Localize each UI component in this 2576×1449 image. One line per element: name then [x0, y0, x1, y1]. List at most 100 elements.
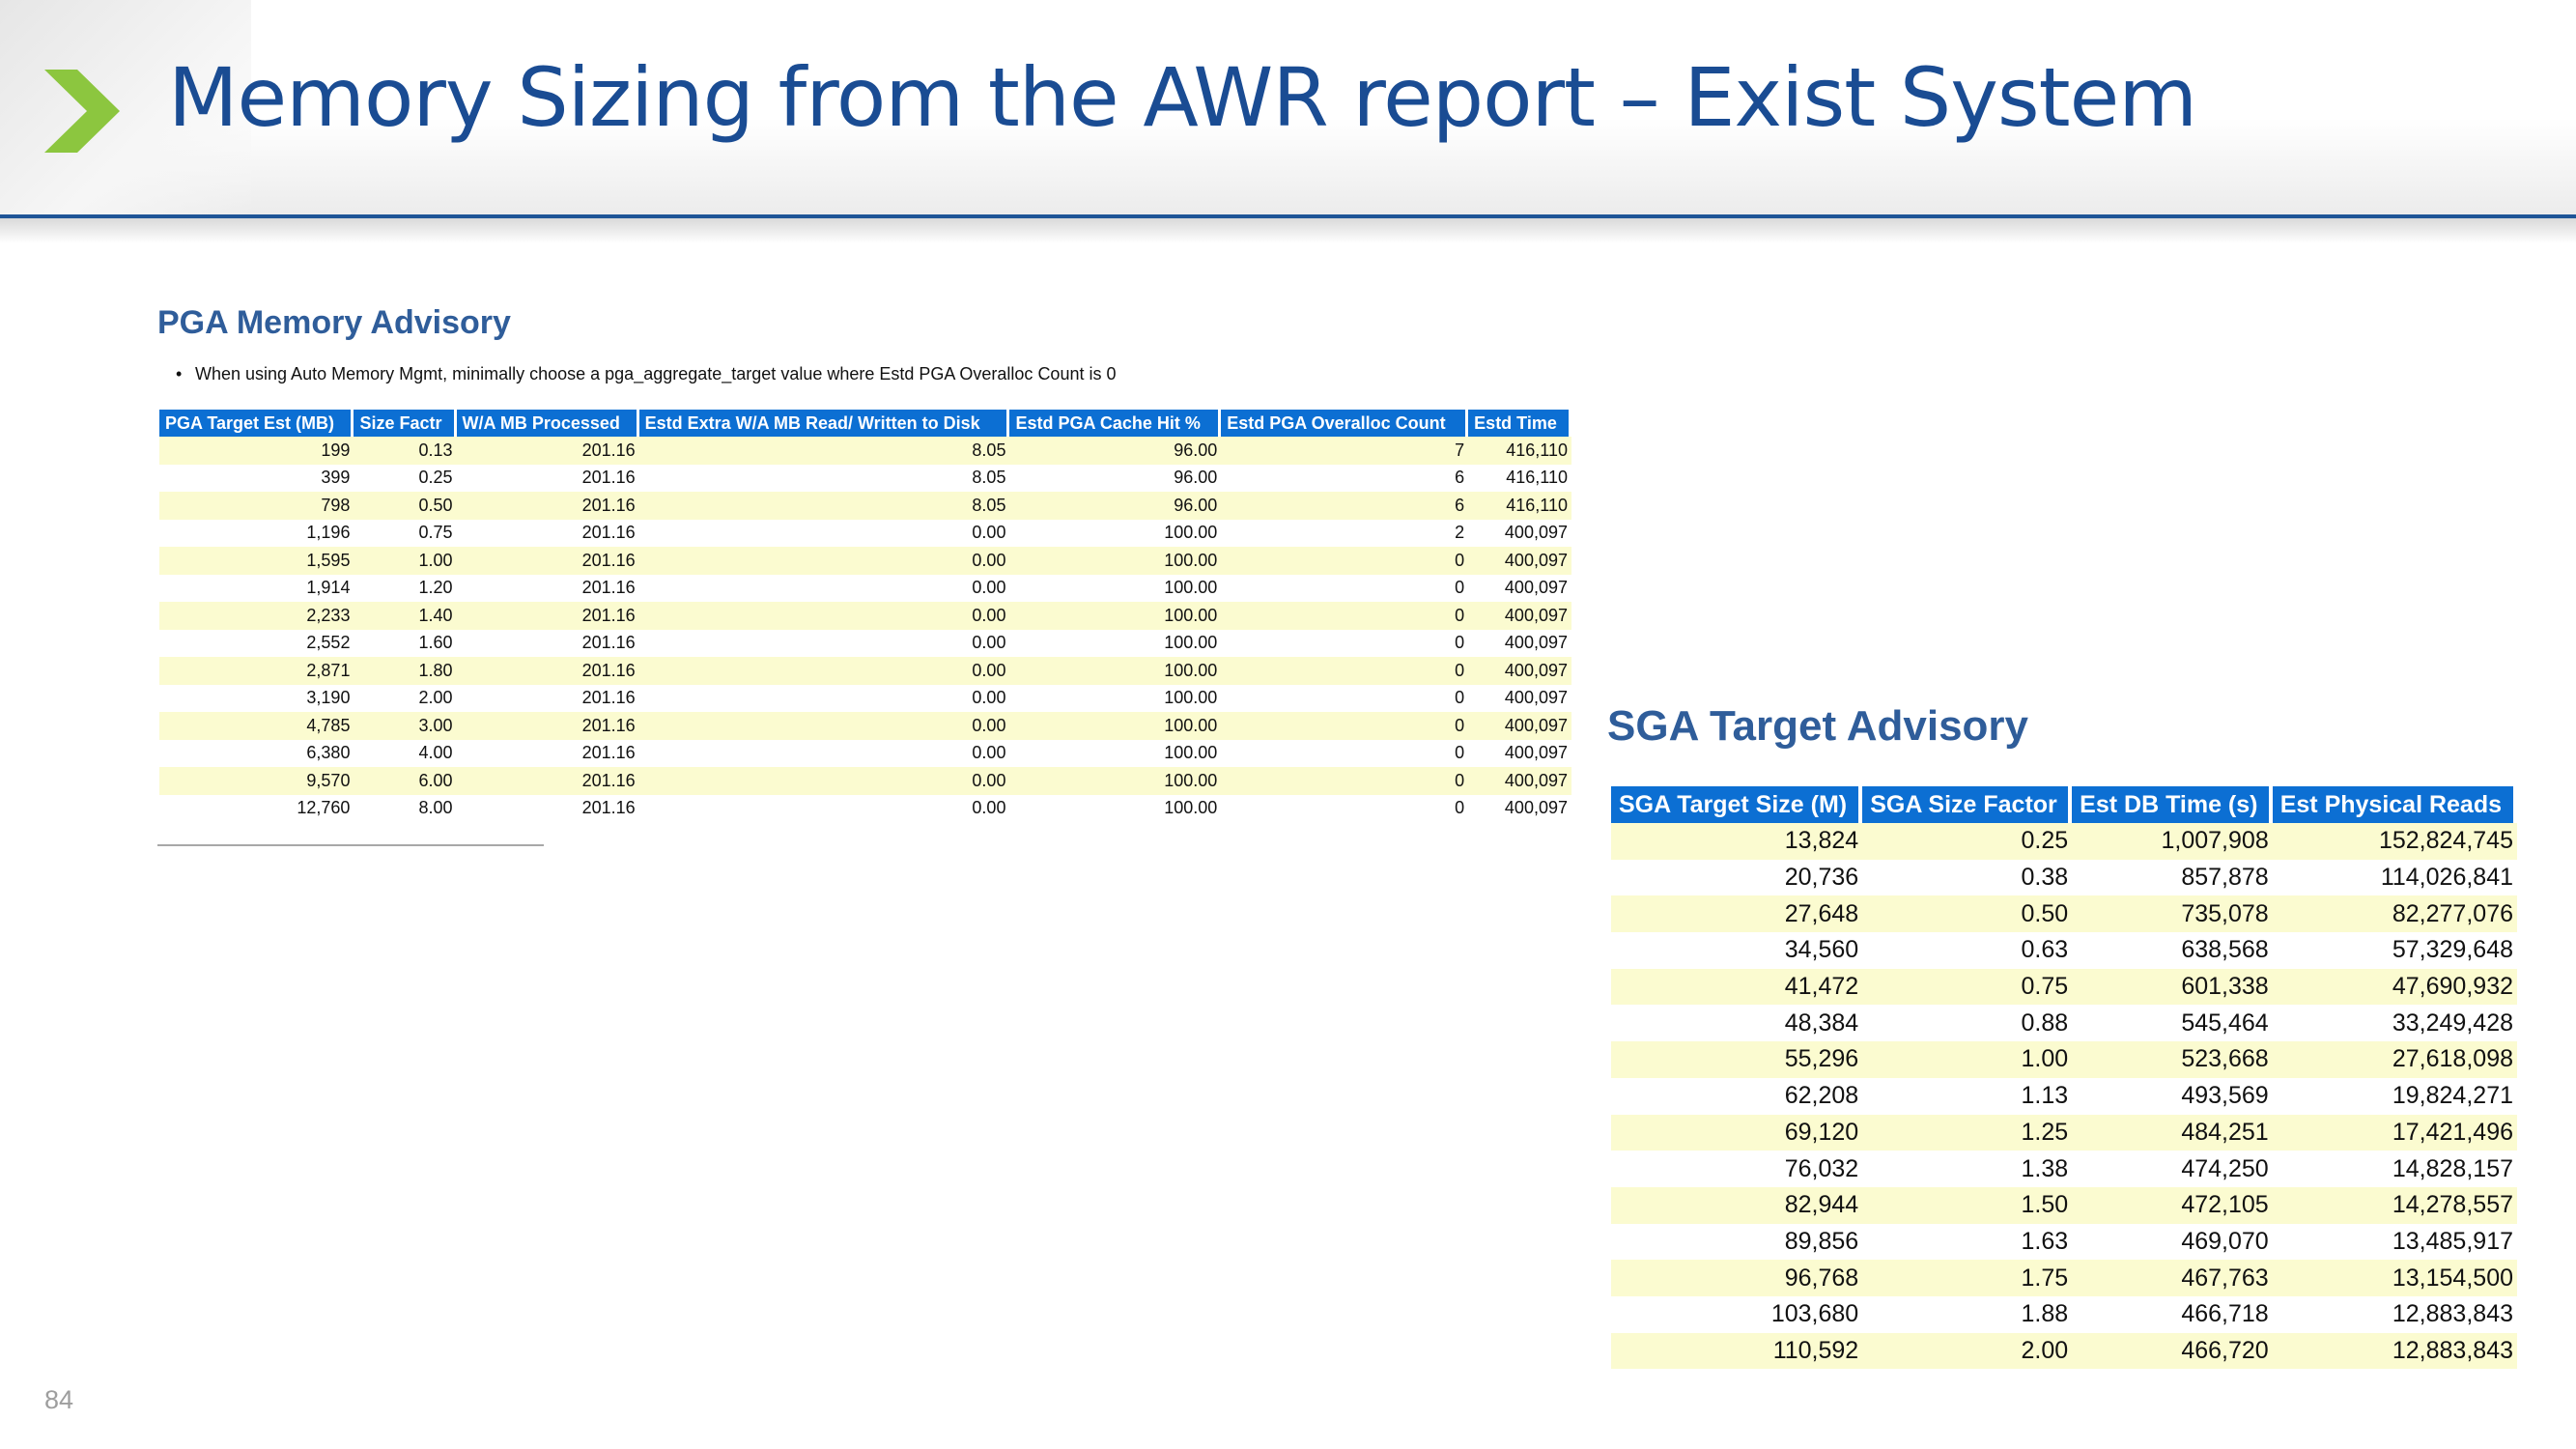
pga-table-cell: 199	[159, 437, 354, 465]
pga-table-cell: 96.00	[1174, 468, 1218, 488]
header-shadow	[0, 218, 2576, 243]
pga-table-cell: 1.20	[418, 578, 453, 598]
pga-table-cell: 0	[1455, 578, 1465, 598]
sga-table-cell: 69,120	[1611, 1114, 1863, 1151]
sga-table-cell: 1.50	[1862, 1186, 2073, 1224]
pga-table-cell: 400,097	[1468, 767, 1571, 795]
sga-table-cell: 735,078	[2072, 895, 2273, 933]
pga-table-cell: 100.00	[1164, 578, 1218, 598]
pga-table-cell: 201.16	[456, 492, 639, 520]
sga-table-cell: 857,878	[2181, 864, 2269, 892]
pga-table-cell: 201.16	[581, 688, 636, 708]
pga-table-cell: 0.00	[972, 798, 1006, 818]
sga-table-cell: 114,026,841	[2380, 864, 2513, 892]
pga-table-cell: 2	[1455, 523, 1465, 543]
pga-table-cell: 6,380	[306, 743, 351, 763]
pga-table-cell: 0.00	[972, 743, 1006, 763]
sga-table-cell: 1.88	[2021, 1300, 2069, 1328]
sga-table-cell: 474,250	[2181, 1154, 2269, 1182]
sga-table-cell: 1.00	[1862, 1041, 2073, 1078]
pga-table-cell: 201.16	[581, 523, 636, 543]
sga-column-header: Est Physical Reads	[2272, 786, 2517, 823]
pga-table-cell: 0	[1221, 767, 1469, 795]
pga-table-cell: 7	[1221, 437, 1469, 465]
pga-table-cell: 100.00	[1009, 767, 1222, 795]
pga-table-cell: 400,097	[1504, 798, 1568, 818]
sga-table-cell: 1.25	[1862, 1114, 2073, 1151]
sga-table-cell: 0.88	[2021, 1009, 2069, 1037]
sga-table-cell: 62,208	[1784, 1082, 1859, 1110]
pga-table-cell: 0	[1455, 633, 1465, 653]
pga-table-cell: 6	[1455, 468, 1465, 488]
pga-table-cell: 9,570	[159, 767, 354, 795]
pga-table-cell: 0	[1455, 798, 1465, 818]
pga-table-cell: 201.16	[456, 602, 639, 630]
sga-column-header: Est DB Time (s)	[2072, 786, 2273, 823]
sga-table-cell: 89,856	[1784, 1227, 1859, 1255]
sga-table-cell: 13,485,917	[2392, 1227, 2513, 1255]
slide-header	[0, 0, 2576, 214]
sga-table-cell: 1.38	[2021, 1154, 2069, 1182]
pga-table-cell: 201.16	[456, 712, 639, 740]
sga-column-header: SGA Target Size (M)	[1611, 786, 1863, 823]
pga-table-cell: 400,097	[1468, 657, 1571, 685]
pga-table-cell: 201.16	[581, 798, 636, 818]
pga-table-cell: 0	[1455, 688, 1465, 708]
pga-table-cell: 201.16	[456, 657, 639, 685]
pga-table-cell: 400,097	[1468, 602, 1571, 630]
pga-table-cell: 201.16	[456, 437, 639, 465]
pga-table-cell: 8.05	[638, 437, 1010, 465]
sga-table-cell: 96,768	[1611, 1260, 1863, 1296]
sga-table-cell: 1.63	[2021, 1227, 2069, 1255]
pga-table-cell: 1,196	[306, 523, 351, 543]
sga-table-cell: 0.38	[2021, 864, 2069, 892]
sga-table-cell: 103,680	[1770, 1300, 1859, 1328]
pga-table-cell: 0	[1221, 602, 1469, 630]
pga-table-cell: 201.16	[581, 633, 636, 653]
pga-table-cell: 0.00	[972, 523, 1006, 543]
pga-table-cell: 400,097	[1468, 547, 1571, 575]
pga-column-header: Estd Time	[1468, 410, 1571, 437]
pga-table-cell: 6	[1221, 492, 1469, 520]
sga-column-header: SGA Size Factor	[1862, 786, 2073, 823]
pga-table-cell: 399	[321, 468, 351, 488]
pga-table-cell: 1.40	[354, 602, 457, 630]
pga-table-cell: 0.00	[638, 712, 1010, 740]
sga-table-cell: 545,464	[2181, 1009, 2269, 1037]
pga-table-cell: 400,097	[1504, 578, 1568, 598]
sga-table-cell: 484,251	[2072, 1114, 2273, 1151]
pga-column-header: Estd PGA Overalloc Count	[1221, 410, 1469, 437]
pga-table-cell: 1.80	[354, 657, 457, 685]
sga-table-cell: 493,569	[2181, 1082, 2269, 1110]
sga-heading: SGA Target Advisory	[1607, 702, 2029, 750]
sga-table-cell: 14,278,557	[2272, 1186, 2517, 1224]
logo-background	[0, 0, 251, 214]
sga-table-cell: 19,824,271	[2392, 1082, 2513, 1110]
pga-table-cell: 100.00	[1009, 657, 1222, 685]
pga-table-cell: 0.00	[972, 578, 1006, 598]
pga-table-cell: 201.16	[456, 547, 639, 575]
pga-table-cell: 100.00	[1164, 798, 1218, 818]
pga-table-cell: 8.05	[972, 468, 1006, 488]
pga-column-header: PGA Target Est (MB)	[159, 410, 354, 437]
pga-table-cell: 400,097	[1504, 633, 1568, 653]
pga-table-cell: 416,110	[1468, 437, 1571, 465]
sga-table-cell: 33,249,428	[2392, 1009, 2513, 1037]
sga-table-cell: 82,944	[1611, 1186, 1863, 1224]
pga-table-cell: 201.16	[581, 743, 636, 763]
